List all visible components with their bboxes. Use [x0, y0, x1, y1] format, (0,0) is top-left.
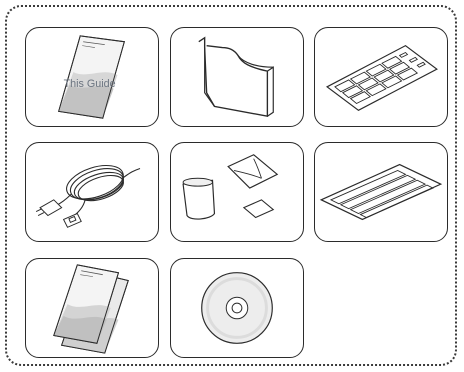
power-cord-icon: [26, 143, 158, 241]
documentation-icon: [26, 259, 158, 357]
long-sheet-icon: [315, 143, 447, 241]
item-cleaning-kit-card: [170, 142, 304, 242]
cleaning-kit-icon: [171, 143, 303, 241]
guide-title: This Guide: [64, 78, 116, 90]
item-cd-rom-card: [170, 258, 304, 358]
item-documentation-card: [25, 258, 159, 358]
item-card-sheet-card: [314, 27, 448, 127]
guide-booklet-icon: This Guide: [26, 28, 158, 126]
item-long-sheet-card: [314, 142, 448, 242]
item-paper-holder-card: [170, 27, 304, 127]
item-guide-card: This Guide: [25, 27, 159, 127]
item-power-cord-card: [25, 142, 159, 242]
cd-rom-icon: [171, 259, 303, 357]
card-sheet-icon: [315, 28, 447, 126]
paper-holder-icon: [171, 28, 303, 126]
